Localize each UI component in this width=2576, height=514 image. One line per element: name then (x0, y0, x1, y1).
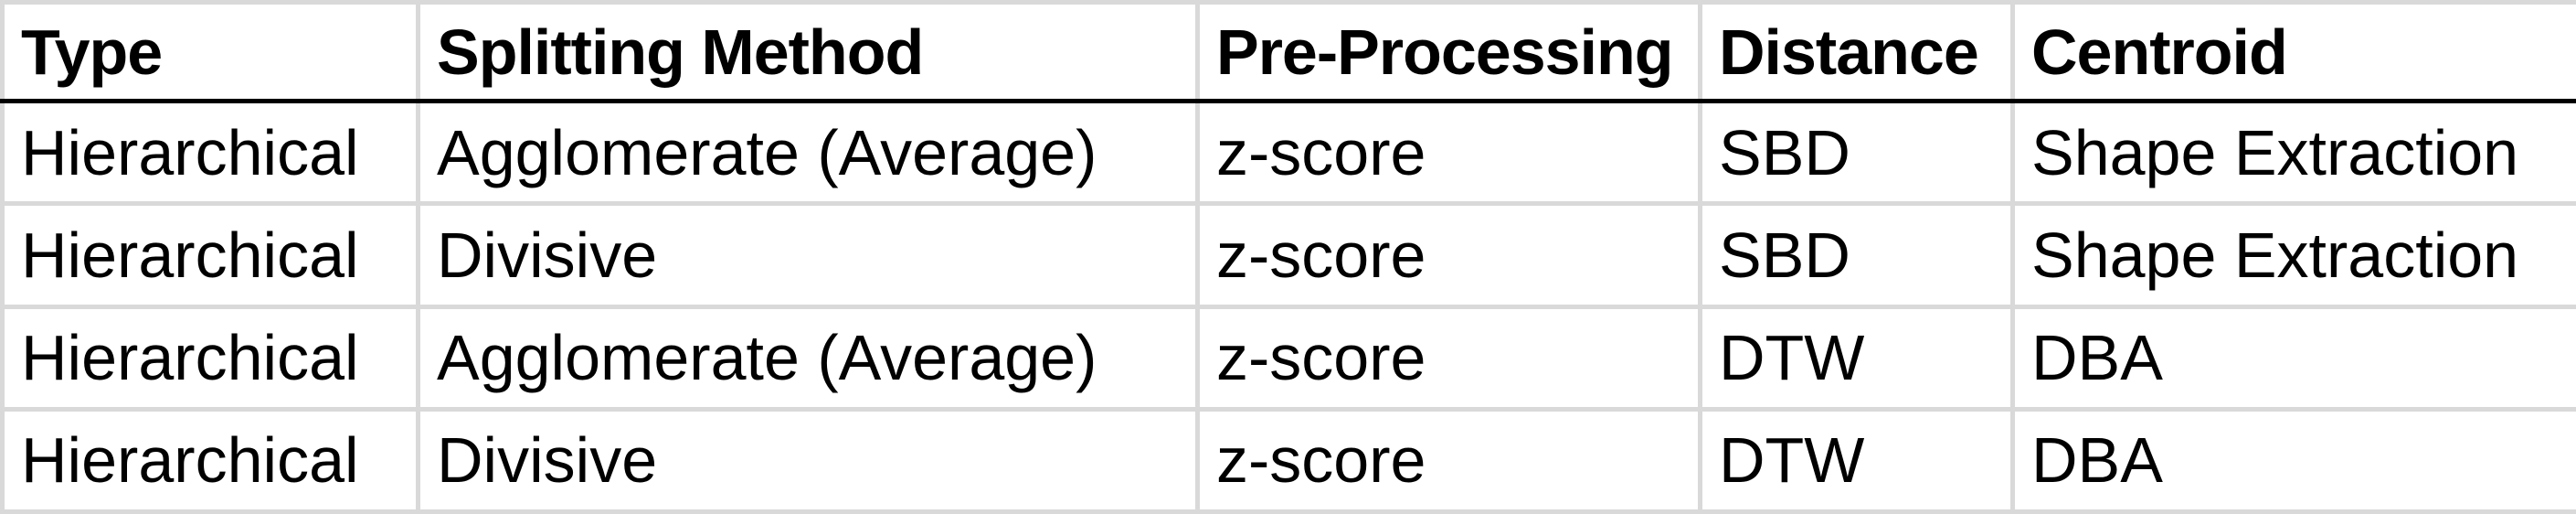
cell-type: Hierarchical (0, 304, 420, 412)
cell-centroid: DBA (2010, 304, 2576, 412)
header-pre-processing: Pre-Processing (1195, 0, 1702, 103)
header-row: Type Splitting Method Pre-Processing Dis… (0, 0, 2576, 103)
table-row: Hierarchical Divisive z-score DTW DBA (0, 406, 2576, 514)
cell-type: Hierarchical (0, 201, 420, 309)
cell-distance: SBD (1698, 98, 2015, 207)
cell-pre-processing: z-score (1195, 98, 1702, 207)
cell-distance: DTW (1698, 304, 2015, 412)
table-header: Type Splitting Method Pre-Processing Dis… (0, 0, 2576, 103)
header-distance: Distance (1698, 0, 2015, 103)
cell-type: Hierarchical (0, 98, 420, 207)
header-splitting-method: Splitting Method (416, 0, 1200, 103)
table-row: Hierarchical Divisive z-score SBD Shape … (0, 201, 2576, 309)
table-row: Hierarchical Agglomerate (Average) z-sco… (0, 304, 2576, 412)
cell-splitting-method: Divisive (416, 406, 1200, 514)
header-type: Type (0, 0, 420, 103)
cell-distance: DTW (1698, 406, 2015, 514)
table-body: Hierarchical Agglomerate (Average) z-sco… (0, 98, 2576, 514)
cell-splitting-method: Agglomerate (Average) (416, 304, 1200, 412)
cell-splitting-method: Agglomerate (Average) (416, 98, 1200, 207)
table-row: Hierarchical Agglomerate (Average) z-sco… (0, 98, 2576, 207)
cell-centroid: Shape Extraction (2010, 201, 2576, 309)
header-centroid: Centroid (2010, 0, 2576, 103)
cell-pre-processing: z-score (1195, 304, 1702, 412)
cell-pre-processing: z-score (1195, 201, 1702, 309)
cell-type: Hierarchical (0, 406, 420, 514)
cell-centroid: DBA (2010, 406, 2576, 514)
cell-centroid: Shape Extraction (2010, 98, 2576, 207)
cell-distance: SBD (1698, 201, 2015, 309)
cell-splitting-method: Divisive (416, 201, 1200, 309)
cell-pre-processing: z-score (1195, 406, 1702, 514)
